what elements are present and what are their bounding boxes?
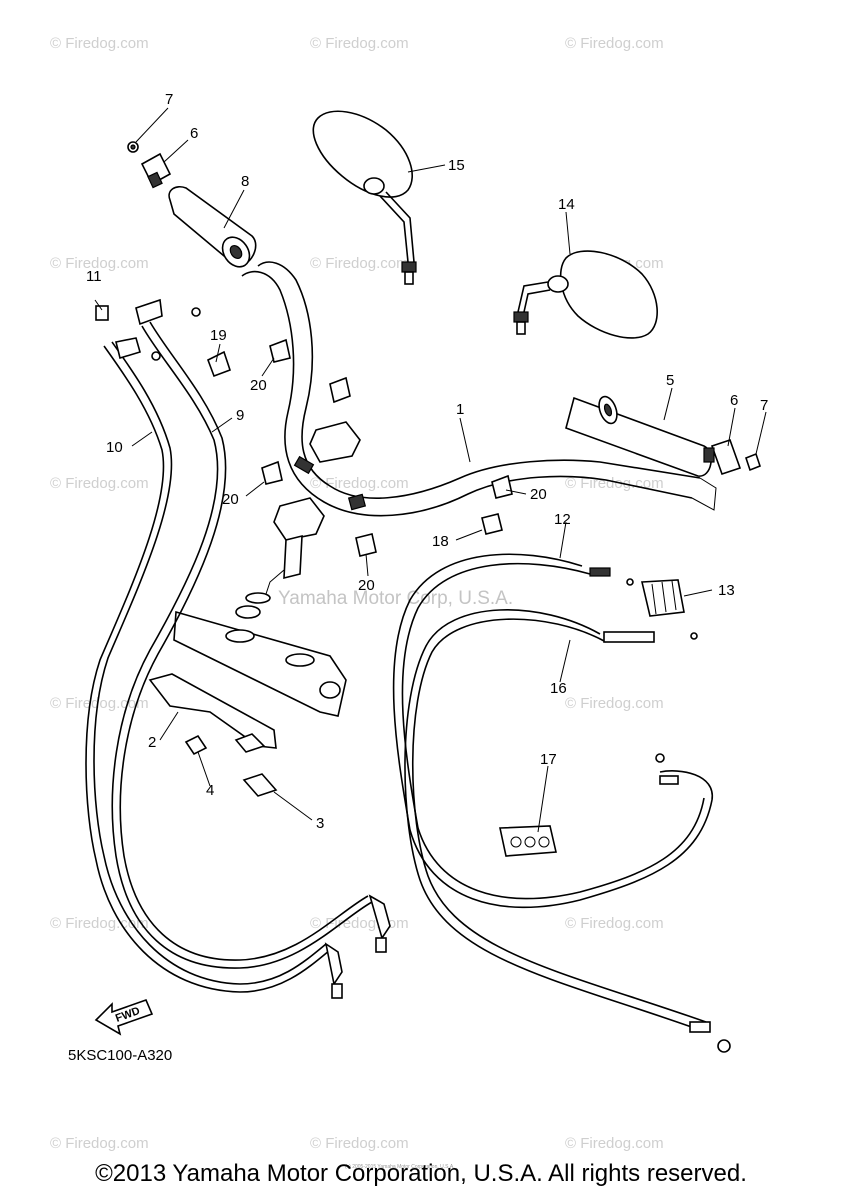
watermark: © Firedog.com — [50, 35, 149, 52]
left-cables — [85, 298, 391, 999]
left-grip — [168, 185, 257, 268]
watermark: © Firedog.com — [565, 695, 664, 712]
callout-10: 10 — [106, 439, 123, 456]
watermark: © Firedog.com — [565, 475, 664, 492]
watermark: © Firedog.com — [310, 35, 409, 52]
callout-6-left: 6 — [190, 125, 198, 142]
right-grip-end — [703, 438, 761, 476]
watermark-center: Yamaha Motor Corp, U.S.A. — [278, 588, 513, 609]
callout-20-d: 20 — [358, 577, 375, 594]
watermark: © Firedog.com — [310, 475, 409, 492]
callout-7-left: 7 — [165, 91, 173, 108]
watermark: © Firedog.com — [565, 1135, 664, 1152]
callout-9: 9 — [236, 407, 244, 424]
left-grip-end — [127, 141, 172, 189]
watermark: © Firedog.com — [310, 915, 409, 932]
watermark: © Firedog.com — [50, 1135, 149, 1152]
fwd-arrow-icon: FWD — [94, 998, 154, 1036]
callout-20-b: 20 — [222, 491, 239, 508]
handlebar-holder — [235, 376, 361, 619]
right-throttle-grip — [565, 395, 712, 477]
callout-7-right: 7 — [760, 397, 768, 414]
watermark: © Firedog.com — [565, 35, 664, 52]
watermark: © Firedog.com — [50, 915, 149, 932]
callout-13: 13 — [718, 582, 735, 599]
callout-19: 19 — [210, 327, 227, 344]
callout-16: 16 — [550, 680, 567, 697]
callout-20-a: 20 — [250, 377, 267, 394]
callout-8: 8 — [241, 173, 249, 190]
watermark: © Firedog.com — [50, 695, 149, 712]
part-code: 5KSC100-A320 — [68, 1047, 172, 1064]
watermark: © Firedog.com — [310, 1135, 409, 1152]
right-cables — [392, 553, 731, 1053]
watermark-layer: © Firedog.com © Firedog.com © Firedog.co… — [50, 35, 664, 1152]
knurl-mark-right — [347, 493, 367, 511]
cable-adjuster — [641, 579, 685, 617]
knurl-mark-left — [293, 455, 315, 475]
callout-5: 5 — [666, 372, 674, 389]
cable-guide — [499, 825, 557, 857]
callout-14: 14 — [558, 196, 575, 213]
watermark: © Firedog.com — [50, 255, 149, 272]
small-print: (c) 2005-2015 Yamaha Motor Corporation, … — [345, 1164, 455, 1170]
callout-20-c: 20 — [530, 486, 547, 503]
right-mirror — [513, 250, 658, 339]
leader-lines — [94, 107, 767, 833]
callout-4: 4 — [206, 782, 214, 799]
callout-17: 17 — [540, 751, 557, 768]
callout-1: 1 — [456, 401, 464, 418]
callout-3: 3 — [316, 815, 324, 832]
callout-11: 11 — [86, 268, 102, 285]
watermark: © Firedog.com — [565, 915, 664, 932]
watermark: © Firedog.com — [50, 475, 149, 492]
lower-bracket — [148, 610, 347, 797]
copyright-footer: ©2013 Yamaha Motor Corporation, U.S.A. A… — [95, 1160, 747, 1187]
callout-2: 2 — [148, 734, 156, 751]
callout-15: 15 — [448, 157, 465, 174]
callouts: 7 6 8 15 14 11 19 20 5 6 7 1 9 10 20 20 … — [86, 91, 768, 832]
left-mirror — [312, 110, 417, 285]
callout-6-right: 6 — [730, 392, 738, 409]
watermark: © Firedog.com — [310, 255, 409, 272]
cable-clamps — [206, 338, 513, 557]
callout-12: 12 — [554, 511, 571, 528]
callout-18: 18 — [432, 533, 449, 550]
